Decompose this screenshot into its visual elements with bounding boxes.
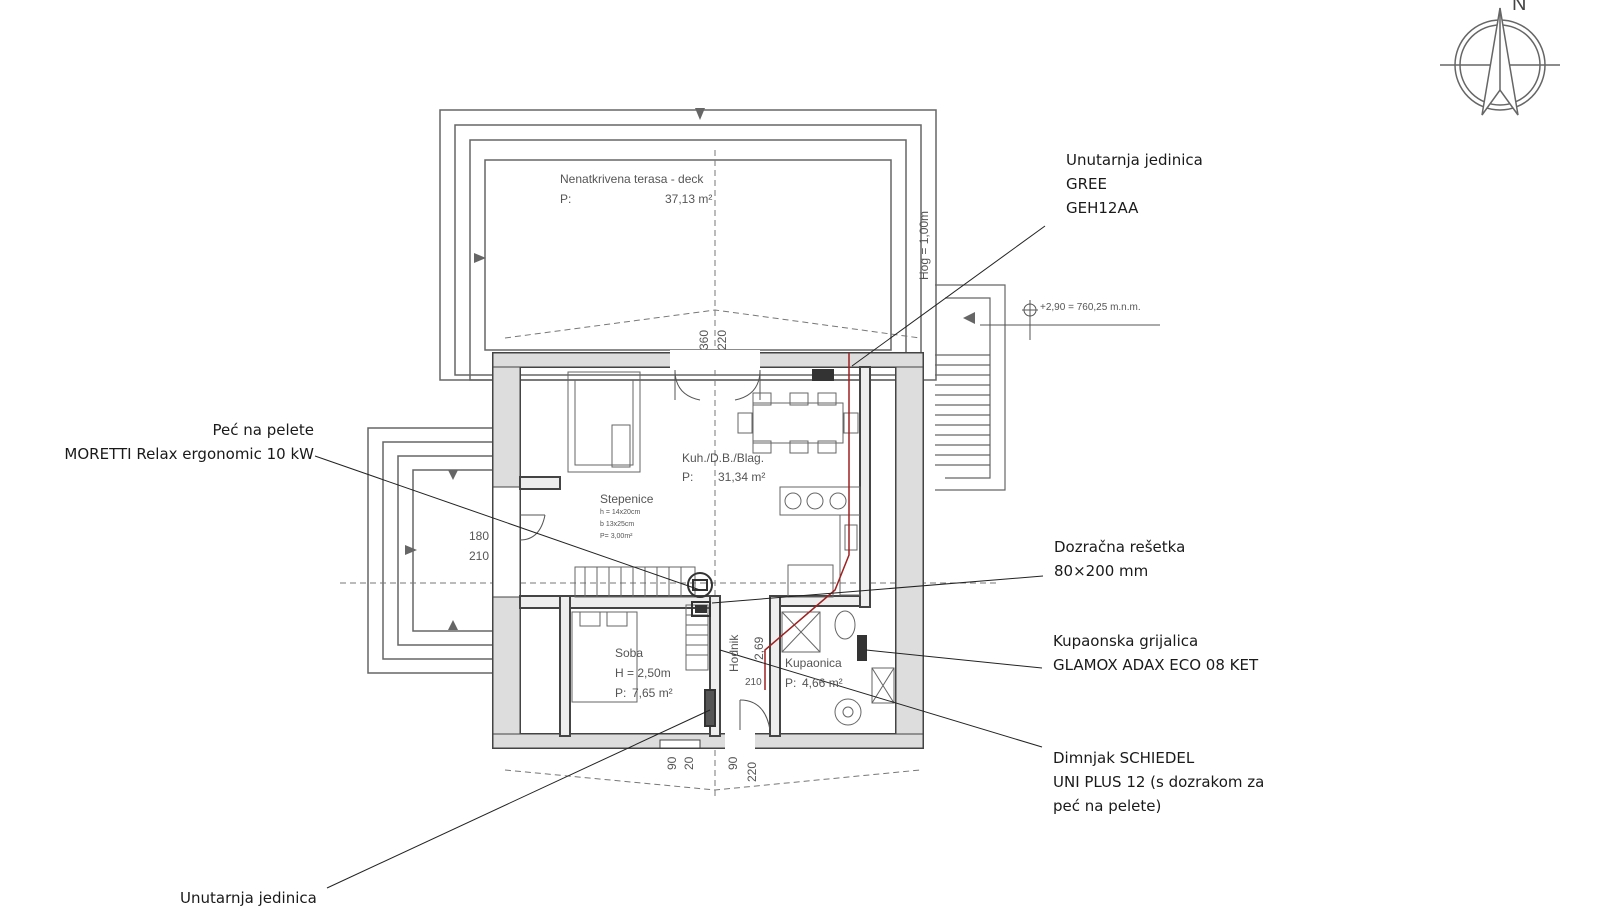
dim-220-top: 220 [715,330,729,350]
kitchen-counter [779,486,861,598]
dim-90-a: 90 [665,756,679,770]
right-stairs-outline [935,284,1006,491]
stairs-spec2: b 13x25cm [600,521,634,528]
bedroom-height: H = 2,50m [615,666,671,680]
callout-indoor-unit-top: Unutarnja jedinica GREE GEH12AA [1066,148,1203,220]
dim-20: 20 [682,756,696,770]
kitchen-area: 31,34 m² [718,470,765,484]
callout-air-vent-line1: Dozračna rešetka [1054,538,1186,556]
callout-indoor-unit-top-line3: GEH12AA [1066,199,1139,217]
callout-chimney-line1: Dimnjak SCHIEDEL [1053,749,1195,767]
callout-pellet-stove-line1: Peć na pelete [212,421,314,439]
bedroom-area-prefix: P: [615,686,626,700]
compass-north-label: N [1512,0,1526,15]
dim-90-b: 90 [726,756,740,770]
kitchen-area-prefix: P: [682,470,693,484]
callout-bathroom-heater-line2: GLAMOX ADAX ECO 08 KET [1053,656,1259,674]
callout-air-vent: Dozračna rešetka 80×200 mm [1054,535,1185,583]
dim-180: 180 [469,529,489,543]
stairs-spec1: h = 14x20cm [600,509,640,516]
callout-chimney: Dimnjak SCHIEDEL UNI PLUS 12 (s dozrakom… [1053,746,1264,818]
terrace-arrow-icons [405,108,975,630]
callout-indoor-unit-bottom: Unutarnja jedinica [180,886,317,910]
dim-210-left: 210 [469,549,489,563]
level-mark: +2,90 = 760,25 m.n.m. [1040,302,1141,313]
house-walls [492,350,924,750]
terrace-area: 37,13 m² [665,192,712,206]
compass-icon [1440,7,1560,116]
callout-indoor-unit-top-line2: GREE [1066,175,1108,193]
sofa [567,371,641,473]
callout-pellet-stove-line2: MORETTI Relax ergonomic 10 kW [64,445,314,463]
stove-symbol [687,369,867,727]
callout-pellet-stove: Peć na pelete MORETTI Relax ergonomic 10… [64,418,314,466]
dim-269: 2,69 [752,636,766,660]
bathroom-fixtures [781,610,895,726]
terrace-name: Nenatkrivena terasa - deck [560,172,704,186]
railing-height: Hog = 1,00m [917,211,931,280]
callout-leaders [314,225,1046,889]
terrace-outline [439,109,937,381]
hallway-name: Hodnik [727,634,741,672]
bathroom-area-prefix: P: [785,676,796,690]
dim-220-bottom: 220 [745,762,759,782]
level-marker [980,300,1160,340]
callout-indoor-unit-top-line1: Unutarnja jedinica [1066,151,1203,169]
dim-210-mid: 210 [745,677,762,688]
bathroom-name: Kupaonica [785,656,842,670]
interior-walls [519,366,871,737]
terrace-area-prefix: P: [560,192,571,206]
callout-bathroom-heater: Kupaonska grijalica GLAMOX ADAX ECO 08 K… [1053,629,1258,677]
bedroom-name: Soba [615,646,643,660]
stairs-spec3: P= 3,00m² [600,533,633,540]
doors [519,369,771,731]
callout-chimney-line2: UNI PLUS 12 (s dozrakom za [1053,773,1265,791]
callout-air-vent-line2: 80×200 mm [1054,562,1149,580]
bedroom-area: 7,65 m² [632,686,673,700]
stairs-name: Stepenice [600,492,654,506]
bathroom-area: 4,66 m² [802,676,843,690]
dining-table [737,392,859,454]
callout-chimney-line3: peć na pelete) [1053,797,1162,815]
kitchen-name: Kuh./D.B./Blag. [682,451,764,465]
callout-bathroom-heater-line1: Kupaonska grijalica [1053,632,1199,650]
callout-indoor-unit-bottom-line1: Unutarnja jedinica [180,889,317,907]
dim-360: 360 [697,330,711,350]
bed [571,611,638,703]
